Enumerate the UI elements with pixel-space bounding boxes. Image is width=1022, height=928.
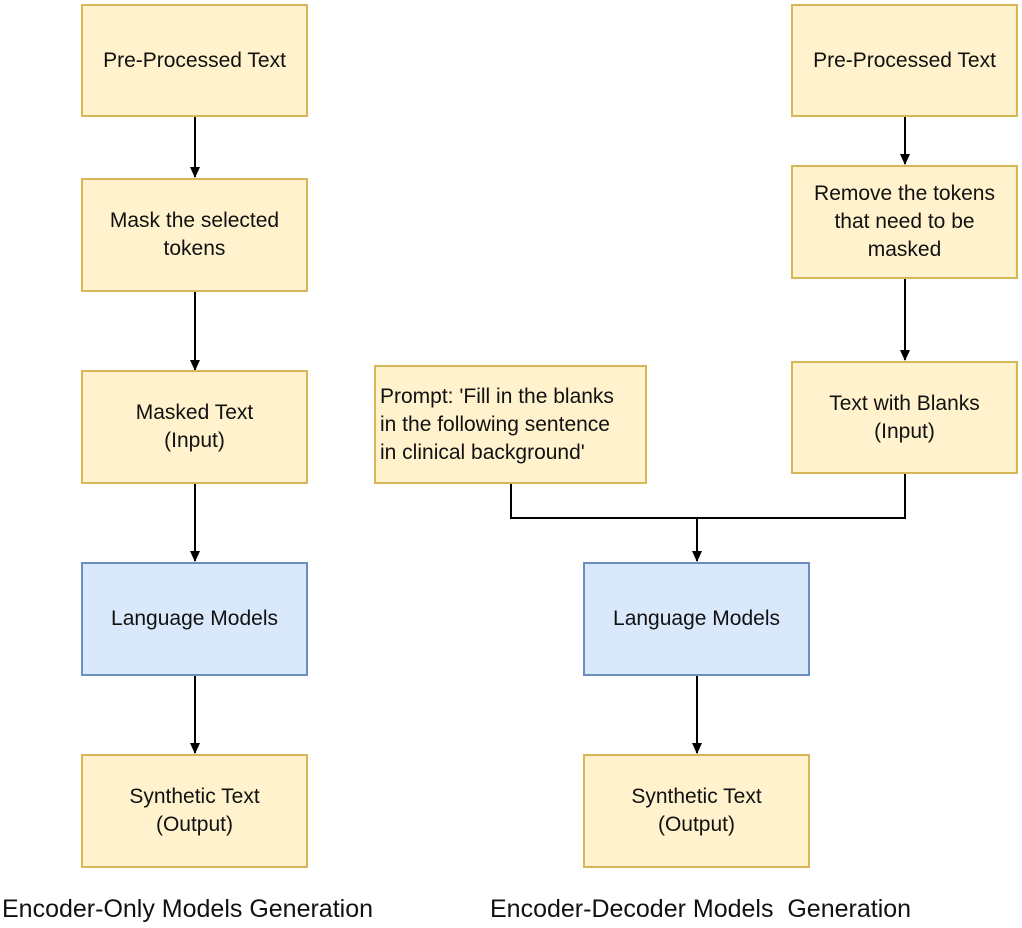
mask-tokens-label: Mask the selected tokens <box>109 209 280 260</box>
masked-text-label: Masked Text (Input) <box>135 401 254 452</box>
language-models-label-left: Language Models <box>111 607 278 630</box>
language-models-label-right: Language Models <box>613 607 780 630</box>
text-with-blanks-box: Text with Blanks (Input) <box>791 361 1018 474</box>
preprocessed-text-box-left: Pre-Processed Text <box>81 4 308 117</box>
connector-blanks-to-lm <box>692 474 906 562</box>
encoder-decoder-caption: Encoder-Decoder Models Generation <box>490 895 912 923</box>
prompt-box: Prompt: 'Fill in the blanks in the follo… <box>374 365 647 484</box>
preprocessed-text-label-left: Pre-Processed Text <box>103 48 286 72</box>
mask-tokens-box: Mask the selected tokens <box>81 178 308 292</box>
preprocessed-text-box-right: Pre-Processed Text <box>791 4 1018 117</box>
text-with-blanks-label: Text with Blanks (Input) <box>829 391 980 443</box>
language-models-box-right: Language Models <box>583 562 810 676</box>
synthetic-text-box-right: Synthetic Text (Output) <box>583 754 810 868</box>
prompt-label: Prompt: 'Fill in the blanks in the follo… <box>380 384 614 464</box>
connector-prompt-to-lm <box>510 484 697 519</box>
preprocessed-text-label-right: Pre-Processed Text <box>813 48 996 72</box>
synthetic-text-box-left: Synthetic Text (Output) <box>81 754 308 868</box>
synthetic-text-label-left: Synthetic Text (Output) <box>129 785 260 836</box>
masked-text-box: Masked Text (Input) <box>81 370 308 484</box>
encoder-only-caption: Encoder-Only Models Generation <box>2 895 374 923</box>
remove-tokens-box: Remove the tokens that need to be masked <box>791 165 1018 279</box>
synthetic-text-label-right: Synthetic Text (Output) <box>631 785 762 836</box>
remove-tokens-label: Remove the tokens that need to be masked <box>814 182 995 261</box>
language-models-box-left: Language Models <box>81 562 308 676</box>
